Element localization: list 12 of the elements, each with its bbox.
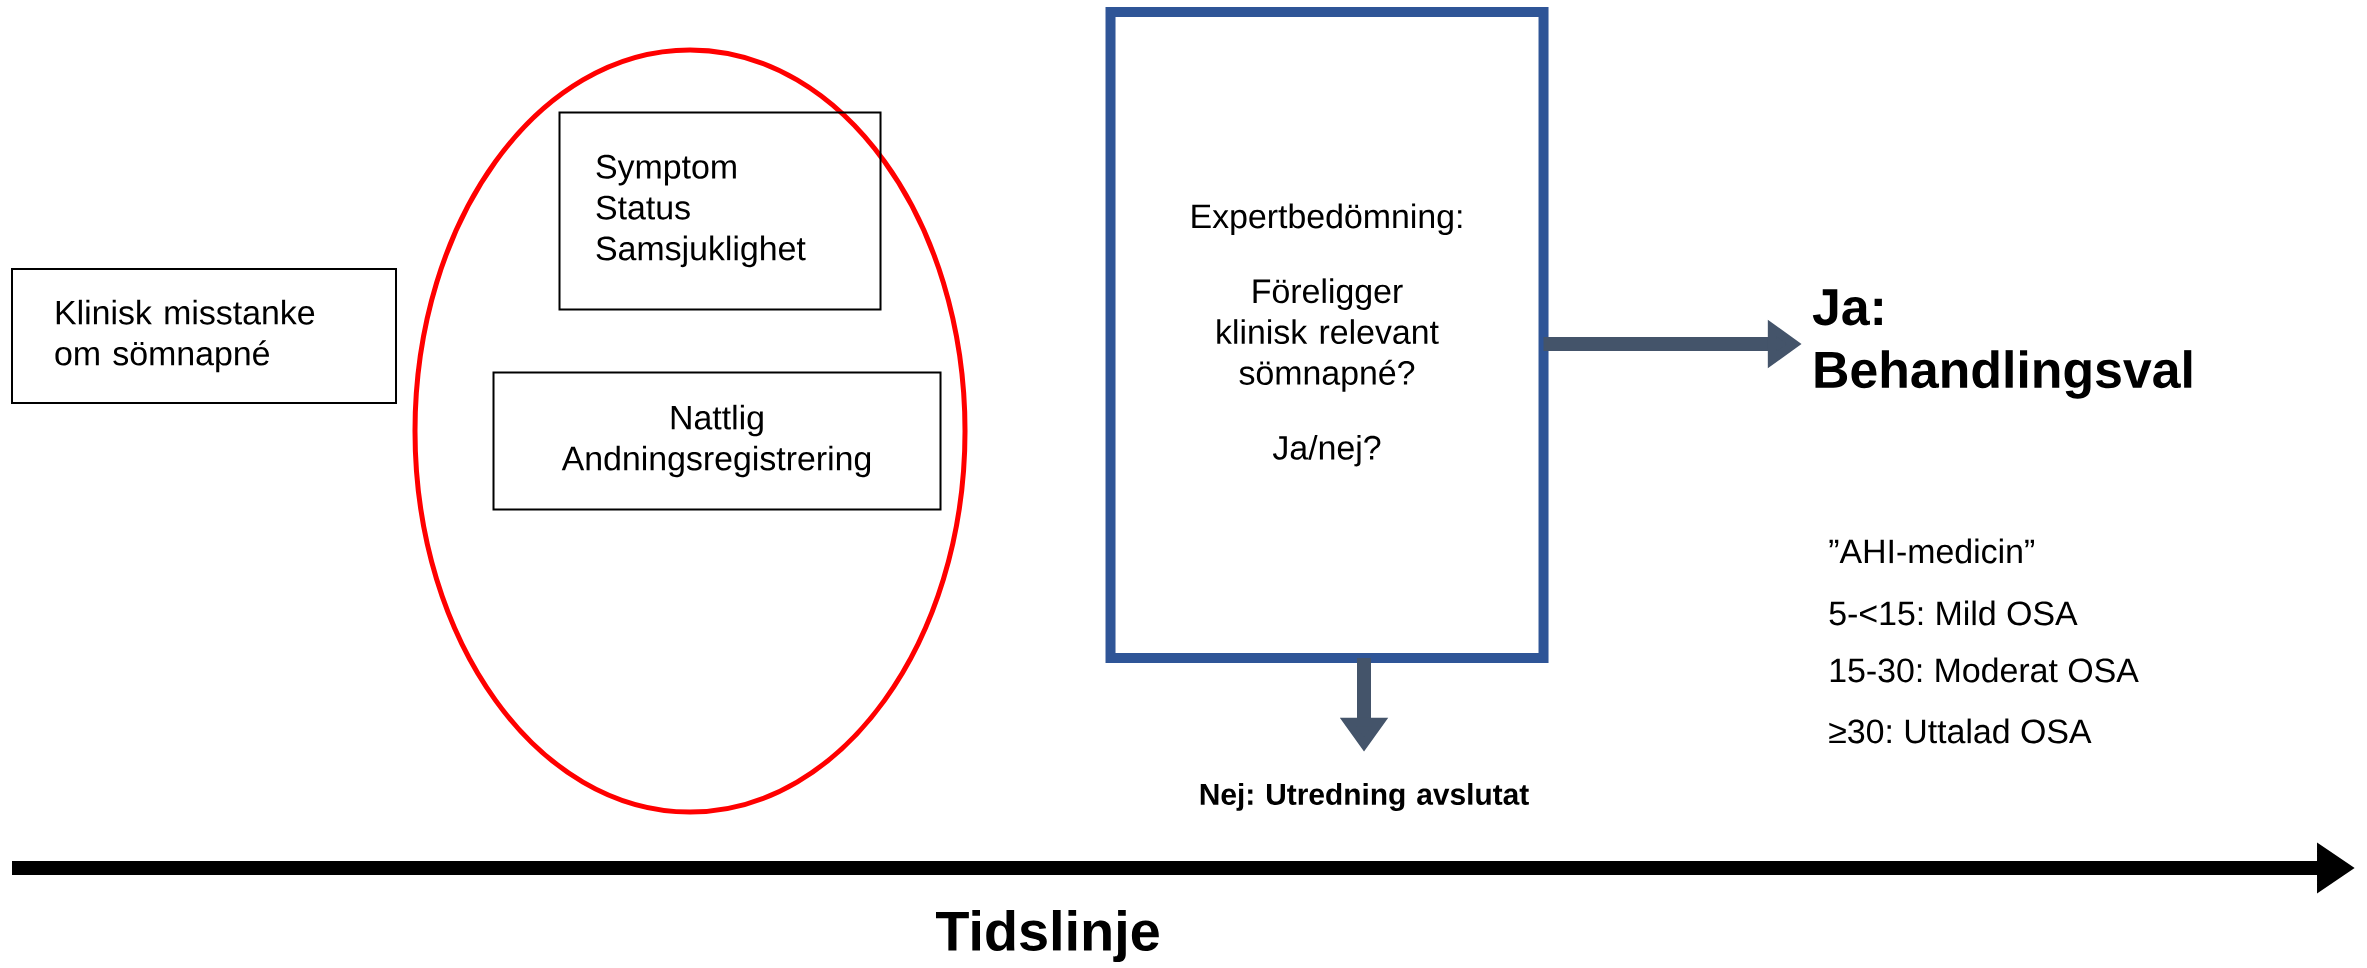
note-text: 5-<15: Mild OSA [1829,600,2078,626]
axis-title: Tidslinje [936,910,1159,962]
ellipse [412,47,968,815]
text-box: Nattlig Andningsregistrering [492,371,942,511]
text-box: Klinisk misstanke om sömnapné [11,268,397,404]
decision-box: Expertbedömning: Föreligger klinisk relevant sömnapné? Ja/nej? [1105,7,1549,663]
note-text: 15-30: Moderat OSA [1830,657,2139,683]
outcome-text: Nej: Utredning avslutat [1200,783,1529,811]
text-box: Symptom Status Samsjuklighet [558,111,882,311]
outcome-text: Ja: Behandlingsval [1812,289,2192,399]
note-text: ”AHI-medicin” [1829,538,2034,564]
note-text: ≥30: Uttalad OSA [1829,718,2092,744]
